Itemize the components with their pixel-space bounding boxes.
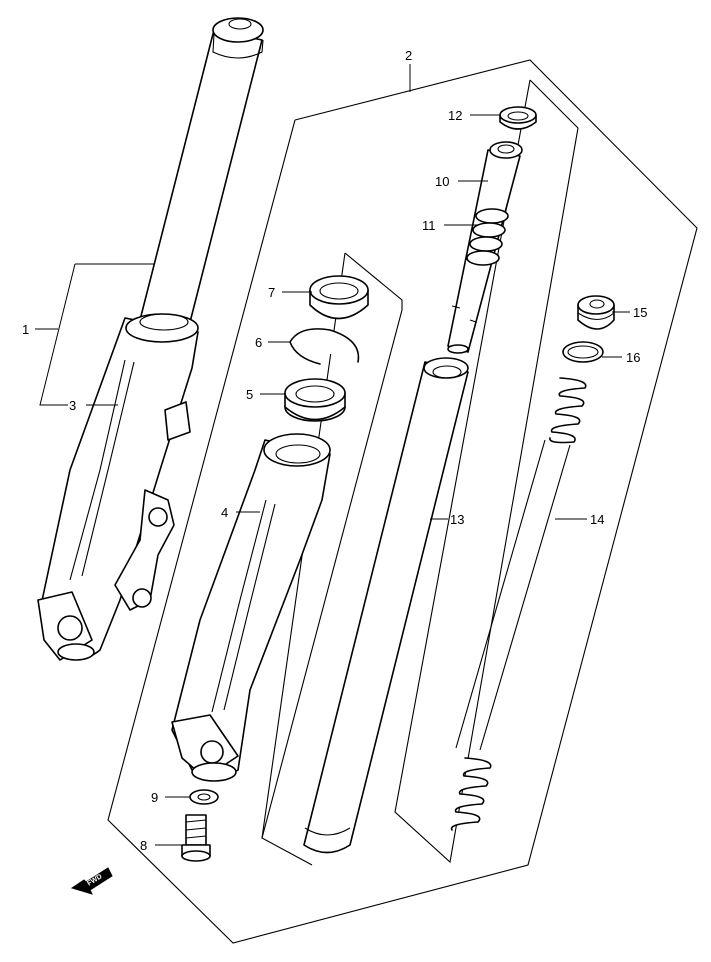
callout-8: 8 (140, 838, 147, 853)
fwd-arrow-icon: FWD (70, 867, 113, 895)
oil-seal (284, 378, 346, 422)
circlip (289, 328, 360, 365)
callout-3: 3 (69, 398, 76, 413)
bottom-bolt (181, 814, 211, 862)
fork-leg-left-assembly (37, 17, 264, 661)
callout-14: 14 (590, 512, 604, 527)
callout-13: 13 (450, 512, 464, 527)
callout-15: 15 (633, 305, 647, 320)
fork-spring (450, 377, 587, 831)
o-ring (562, 341, 604, 363)
gasket (189, 789, 219, 805)
callout-4: 4 (221, 505, 228, 520)
callout-9: 9 (151, 790, 158, 805)
top-ring (499, 106, 537, 130)
callout-16: 16 (626, 350, 640, 365)
callout-12: 12 (448, 108, 462, 123)
callout-1: 1 (22, 322, 29, 337)
callout-11: 11 (422, 218, 436, 233)
outer-tube (171, 433, 331, 782)
callout-10: 10 (435, 174, 449, 189)
callout-6: 6 (255, 335, 262, 350)
callout-7: 7 (268, 285, 275, 300)
callout-labels: 1 2 3 4 5 6 7 8 9 10 11 12 13 14 15 16 (22, 48, 647, 853)
cap-bolt (577, 295, 615, 330)
leader-lines (35, 64, 630, 846)
callout-2: 2 (405, 48, 412, 63)
callout-5: 5 (246, 387, 253, 402)
piston-rings (466, 208, 509, 266)
dust-seal (309, 275, 369, 320)
inner-tube (303, 357, 469, 854)
